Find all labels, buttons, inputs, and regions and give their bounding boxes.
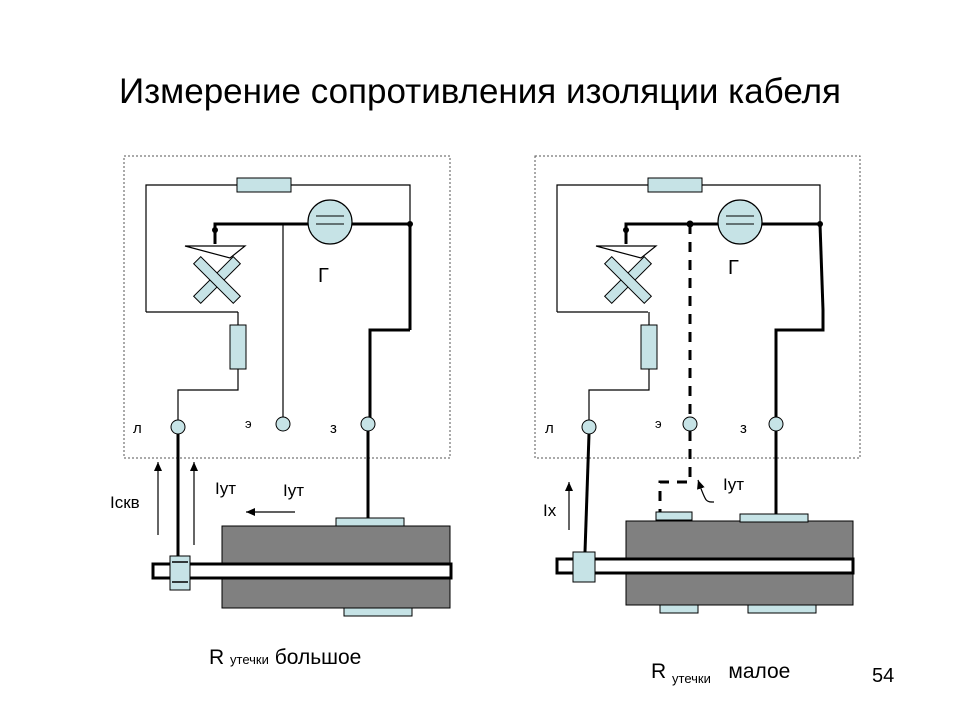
left-terminal-l [170,419,186,435]
left-label-l: л [133,420,142,437]
right-cable-electrode-top [739,513,809,523]
right-meter-label: Г [728,257,739,279]
right-diagram: л э з Г Ix Iут [534,155,861,614]
right-top-resistor [647,177,703,193]
right-caption: R утечки малое [651,660,791,686]
left-cable-electrode-top [335,517,405,527]
right-cable-core [555,557,855,575]
slide-title: Измерение сопротивления изоляции кабеля [118,72,842,111]
left-instrument-box [123,155,451,459]
right-label-z: з [740,420,747,437]
right-logometer-icon [595,245,658,305]
right-terminal-z [768,416,784,432]
left-diagram: л э з Г Iскв Iут Iут [110,155,453,617]
right-label-e: э [655,416,662,431]
left-current-ut-1: Iут [215,479,236,498]
left-meter-label: Г [318,265,329,287]
right-arrow-ut [697,479,715,503]
right-core-clamp [572,551,596,583]
left-current-ut-2: Iут [283,481,304,500]
right-terminal-l [581,419,597,435]
left-cable-core [151,562,453,580]
left-caption: R утечки большое [209,646,362,669]
right-guard-ring [655,511,693,521]
right-instrument-box [534,155,861,459]
right-series-resistor [640,324,658,370]
left-logometer-icon [184,245,247,305]
right-current-ut: Iут [723,475,744,494]
left-top-resistor [236,177,292,193]
left-label-z: з [330,420,337,437]
left-top-loop-wire [145,184,411,312]
right-label-l: л [545,420,554,437]
left-core-clamp [169,555,191,591]
left-current-skv: Iскв [110,493,140,512]
right-terminal-e [682,416,698,432]
left-label-e: э [245,416,252,431]
left-cable-electrode-bottom [343,607,413,617]
right-galvanometer-icon [717,199,763,245]
right-cable-electrode-bottom-2 [747,604,817,614]
left-galvanometer-icon [307,199,353,245]
right-cable-electrode-bottom-1 [659,604,699,614]
page-number: 54 [872,665,895,687]
right-current-x: Ix [543,501,557,520]
left-series-resistor [229,324,247,370]
left-terminal-z [360,416,376,432]
left-terminal-e [275,416,291,432]
